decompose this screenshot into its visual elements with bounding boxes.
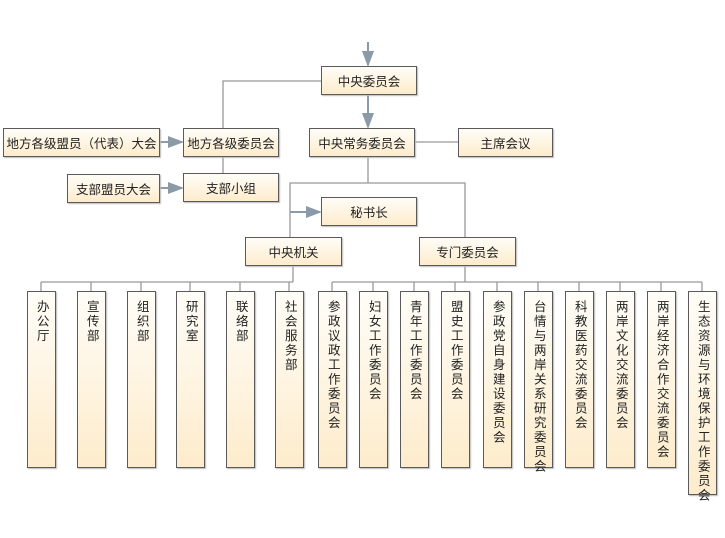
box-label: 地方各级委员会 — [187, 136, 275, 151]
box-label: 组织部 — [134, 300, 150, 344]
box-label: 参政议政工作委员会 — [325, 300, 341, 431]
box-label: 中央机关 — [268, 245, 319, 260]
box-label: 青年工作委员会 — [407, 300, 423, 402]
central-organ-box: 研究室 — [176, 291, 205, 468]
special-committee-box: 参政议政工作委员会 — [318, 291, 347, 468]
chair-meeting-box: 主席会议 — [458, 128, 553, 157]
box-label: 两岸经济合作交流委员会 — [654, 300, 670, 460]
box-label: 支部盟员大会 — [75, 182, 151, 197]
central-organ-box: 组织部 — [127, 291, 156, 468]
central-organ-box: 办公厅 — [27, 291, 56, 468]
box-label: 盟史工作委员会 — [448, 300, 464, 402]
branch-congress-box: 支部盟员大会 — [67, 174, 160, 203]
standing-committee-box: 中央常务委员会 — [309, 128, 415, 157]
box-label: 宣传部 — [84, 300, 100, 344]
special-committee-box: 盟史工作委员会 — [441, 291, 470, 468]
special-committee-box: 台情与两岸关系研究委员会 — [524, 291, 553, 474]
box-label: 中央委员会 — [337, 74, 401, 89]
central-organ-box: 社会服务部 — [275, 291, 304, 468]
box-label: 联络部 — [233, 300, 249, 344]
box-label: 地方各级盟员（代表）大会 — [6, 136, 157, 151]
box-label: 两岸文化交流委员会 — [613, 300, 629, 431]
box-label: 研究室 — [183, 300, 199, 344]
special-committee-box: 两岸文化交流委员会 — [606, 291, 635, 468]
special-committee-box: 青年工作委员会 — [400, 291, 429, 468]
special-committee-box: 妇女工作委员会 — [359, 291, 388, 468]
special-committee-box: 参政党自身建设委员会 — [483, 291, 512, 468]
box-label: 中央常务委员会 — [318, 136, 406, 151]
box-label: 办公厅 — [34, 300, 50, 344]
box-label: 生态资源与环境保护工作委员会 — [695, 300, 711, 503]
box-label: 科教医药交流委员会 — [572, 300, 588, 431]
central-organ-box: 联络部 — [226, 291, 255, 468]
special-committee-box: 生态资源与环境保护工作委员会 — [688, 291, 717, 503]
box-label: 支部小组 — [205, 181, 256, 196]
box-label: 社会服务部 — [282, 300, 298, 373]
special-committees-box: 专门委员会 — [419, 237, 516, 266]
box-label: 专门委员会 — [436, 245, 499, 260]
box-label: 台情与两岸关系研究委员会 — [531, 300, 547, 474]
special-committee-box: 科教医药交流委员会 — [565, 291, 594, 468]
secretary-general-box: 秘书长 — [321, 197, 417, 226]
central-organ-box: 宣传部 — [77, 291, 106, 468]
box-label: 参政党自身建设委员会 — [490, 300, 506, 445]
box-label: 主席会议 — [480, 136, 531, 151]
branch-group-box: 支部小组 — [183, 173, 279, 202]
box-label: 秘书长 — [350, 205, 388, 220]
local-committee-box: 地方各级委员会 — [183, 128, 279, 157]
local-congress-box: 地方各级盟员（代表）大会 — [3, 128, 160, 157]
central-committee-box: 中央委员会 — [321, 66, 417, 95]
central-organs-box: 中央机关 — [245, 237, 342, 266]
special-committee-box: 两岸经济合作交流委员会 — [647, 291, 676, 468]
box-label: 妇女工作委员会 — [366, 300, 382, 402]
